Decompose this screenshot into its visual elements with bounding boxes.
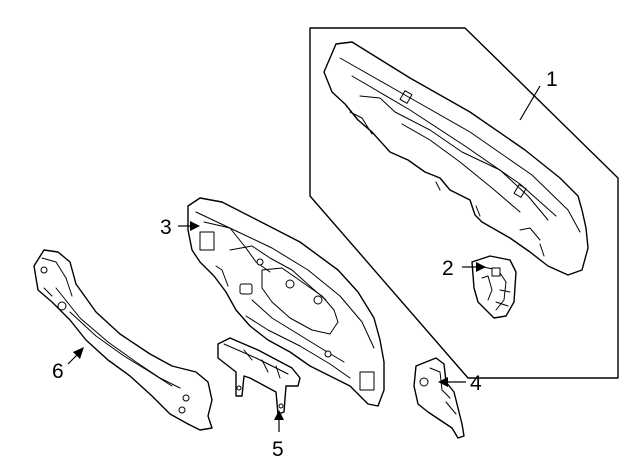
- part-4-bracket[interactable]: [413, 357, 465, 439]
- callout-4: 4: [438, 372, 482, 395]
- callout-3: 3: [160, 216, 200, 239]
- part-1-panel[interactable]: [323, 41, 589, 276]
- callout-4-label: 4: [470, 372, 482, 395]
- callout-2-label: 2: [442, 257, 454, 280]
- part-3-rear-panel[interactable]: [187, 197, 385, 407]
- callout-3-label: 3: [160, 216, 172, 239]
- callout-6: 6: [52, 347, 84, 383]
- callout-6-label: 6: [52, 360, 64, 383]
- callout-2: 2: [442, 257, 486, 280]
- callout-1-label: 1: [546, 68, 558, 91]
- callout-5-label: 5: [272, 438, 284, 461]
- part-6-side-member[interactable]: [33, 249, 213, 431]
- callout-5: 5: [272, 410, 284, 461]
- callout-1: 1: [519, 68, 558, 121]
- part-2-bracket[interactable]: [471, 255, 517, 319]
